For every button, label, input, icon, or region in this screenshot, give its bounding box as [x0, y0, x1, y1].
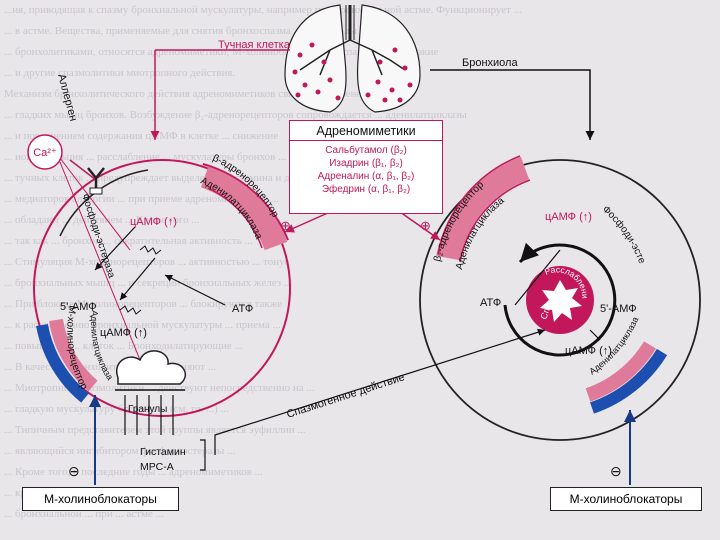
drug-item: Эфедрин (α, β₁, β₂): [321, 184, 411, 195]
svg-text:Аденилатциклаза: Аденилатциклаза: [89, 310, 115, 382]
background-text-line: ... При блокаде М-холинорецепторов ... б…: [4, 298, 283, 310]
background-text-line: ...ия, приводящая к спазму бронхиальной …: [4, 4, 522, 16]
background-text-line: ... Кроме того, в последние годы ... адр…: [4, 466, 263, 478]
background-text-line: ... так как ... бронхов ... сократительн…: [4, 235, 253, 247]
calcium-label: Ca²⁺: [33, 147, 57, 159]
camp-left-bottom: цАМФ (↑): [100, 327, 147, 339]
granules-shape: [115, 350, 186, 385]
background-text-line: ... являющийся ингибитором фосфодиэстера…: [4, 445, 236, 457]
atp-left: АТФ: [232, 303, 253, 315]
minus-sign-right: ⊖: [610, 463, 622, 479]
camp-left-top: цАМФ (↑): [130, 216, 177, 228]
m-blockers-left-box: М-холиноблокаторы: [22, 487, 179, 511]
calcium-ion: [27, 134, 63, 170]
connector-arrows: [59, 49, 636, 485]
background-text-line: ... и повышением содержания цАМФ в клетк…: [4, 130, 279, 142]
adrenomimetics-title: Адреномиметики: [290, 121, 442, 141]
background-text-line: ... обладают ... действием ... Кроме тог…: [4, 214, 200, 226]
background-text-line: ... и другие спазмолитики миотропного де…: [4, 67, 236, 79]
adrenomimetics-box: Адреномиметики Сальбутамол (β₂) Изадрин …: [289, 120, 443, 214]
histamine-label: Гистамин: [140, 446, 186, 458]
adenylate-cyclase-m-label: Аденилатциклаза: [89, 310, 115, 382]
spasmogenic-label: Спазмогенное действие: [285, 371, 406, 421]
lungs-illustration: [284, 4, 421, 113]
plus-sign-left: ⊕: [280, 218, 291, 233]
bronchiole-label: Бронхиола: [462, 57, 518, 69]
background-text-line: ... в астме. Вещества, применяемые для с…: [4, 25, 357, 37]
five-amp-left: 5'-АМФ: [60, 301, 97, 313]
drug-item: Сальбутамол (β₂): [325, 145, 407, 156]
background-text-line: ... бронхиальной ... при ... астме ...: [4, 508, 164, 520]
m-blockers-left-label: М-холиноблокаторы: [44, 492, 157, 506]
bronchiole-cell: [419, 155, 701, 441]
mrsa-label: МРС-А: [140, 461, 174, 473]
drug-item: Изадрин (β₁, β₂): [329, 158, 403, 169]
plus-sign-right: ⊕: [420, 218, 431, 233]
background-text-line: ... тучных клеток ... предупреждает выде…: [4, 172, 328, 184]
camp-right-bottom: цАМФ (↑): [565, 345, 612, 357]
m-blockers-right-box: М-холиноблокаторы: [550, 487, 702, 511]
m-blockers-right-label: М-холиноблокаторы: [569, 492, 683, 506]
background-text-line: ... Типичным представителем этой группы …: [4, 424, 306, 436]
minus-sign-left: ⊖: [68, 463, 80, 479]
camp-right-top: цАМФ (↑): [545, 211, 592, 223]
atp-right: АТФ: [480, 297, 501, 309]
mast-cell-label: Тучная клетка: [218, 39, 291, 51]
drug-item: Адреналин (α, β₁, β₂): [317, 171, 415, 182]
background-text-line: ... Стимуляция М-холинорецепторов ... ак…: [4, 256, 290, 268]
granules-label: Гранулы: [128, 404, 167, 415]
background-text-line: ... бронхиальных мышц ... и секреции бро…: [4, 277, 293, 289]
background-text-line: ... гладких мышц бронхов. Возбуждение β₂…: [4, 109, 467, 121]
five-amp-right: 5'-АМФ: [600, 303, 637, 315]
background-text-line: ... к расслаблению бронхиальной мускулат…: [4, 319, 281, 331]
background-text-line: ... ионов кальция ... расслабление ... м…: [4, 151, 287, 163]
allergen-label: Аллерген: [55, 73, 79, 123]
